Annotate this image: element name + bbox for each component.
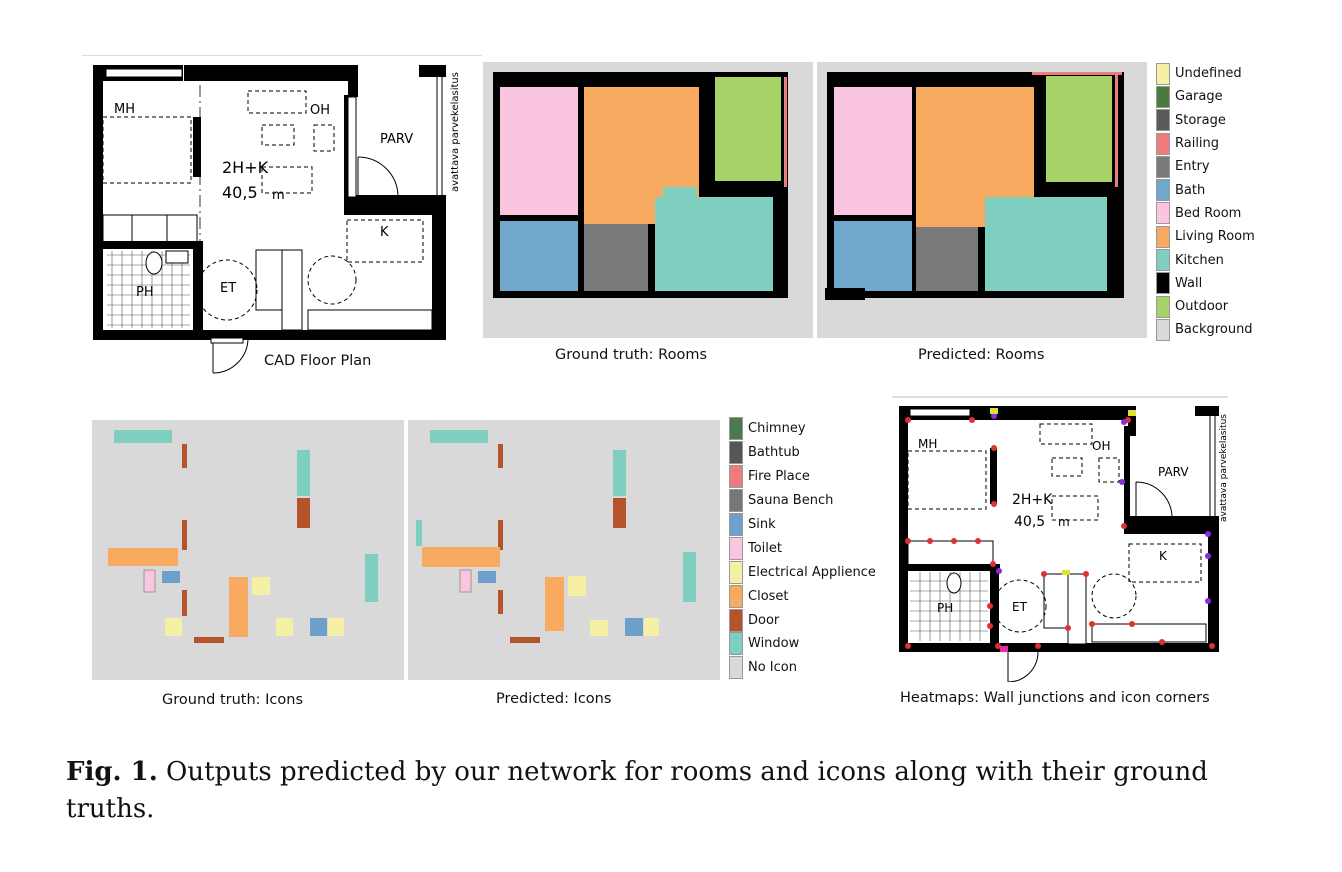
room-legend: Undefined Garage Storage Railing Entry B… bbox=[1156, 62, 1255, 342]
legend-swatch bbox=[1156, 225, 1170, 248]
room-label-mh: MH bbox=[114, 102, 135, 117]
legend-swatch bbox=[729, 656, 743, 680]
legend-swatch bbox=[1156, 295, 1170, 318]
room-legend-item: Garage bbox=[1156, 85, 1255, 108]
caption-cad-floor-plan: CAD Floor Plan bbox=[264, 353, 372, 369]
icon-legend-item: Door bbox=[729, 608, 876, 632]
icon-legend-item: No Icon bbox=[729, 656, 876, 680]
room-label-parv: PARV bbox=[1158, 465, 1189, 479]
room-label-ph: PH bbox=[937, 601, 953, 615]
icon-legend-item: Bathtub bbox=[729, 441, 876, 465]
heatmap-floor-plan: MH OH PARV 2H+K 40,5 m K PH ET avattava … bbox=[892, 396, 1229, 683]
room-label-oh: OH bbox=[310, 103, 330, 118]
legend-swatch bbox=[1156, 318, 1170, 341]
room-label-k: K bbox=[1159, 549, 1168, 563]
figure-caption: Fig. 1. Outputs predicted by our network… bbox=[66, 754, 1286, 828]
apartment-type-label: 2H+K bbox=[1012, 492, 1053, 508]
cad-floor-plan-drawing: MH OH PARV 2H+K 40,5 m K PH ET avattava … bbox=[82, 54, 482, 374]
ground-truth-icons-panel bbox=[92, 420, 404, 680]
caption-ground-truth-rooms: Ground truth: Rooms bbox=[555, 347, 707, 363]
area-unit-label: m bbox=[1058, 515, 1070, 529]
caption-heatmaps: Heatmaps: Wall junctions and icon corner… bbox=[900, 690, 1210, 706]
room-legend-item: Entry bbox=[1156, 155, 1255, 178]
apartment-type-label: 2H+K bbox=[222, 158, 269, 177]
legend-swatch bbox=[729, 536, 743, 560]
legend-swatch bbox=[1156, 132, 1170, 155]
junction-markers bbox=[905, 408, 1215, 652]
room-label-et: ET bbox=[1012, 600, 1028, 614]
legend-swatch bbox=[729, 632, 743, 656]
room-label-k: K bbox=[380, 225, 389, 240]
legend-swatch bbox=[1156, 202, 1170, 225]
room-legend-item: Wall bbox=[1156, 272, 1255, 295]
room-label-et: ET bbox=[220, 281, 236, 296]
room-label-mh: MH bbox=[918, 437, 937, 451]
ground-truth-rooms-panel bbox=[483, 62, 813, 338]
legend-swatch bbox=[1156, 155, 1170, 178]
room-legend-item: Background bbox=[1156, 318, 1255, 341]
room-legend-item: Living Room bbox=[1156, 225, 1255, 248]
legend-swatch bbox=[729, 441, 743, 465]
predicted-rooms-panel bbox=[817, 62, 1147, 338]
predicted-icons-panel bbox=[408, 420, 720, 680]
legend-swatch bbox=[729, 417, 743, 441]
area-unit-label: m bbox=[272, 188, 285, 203]
icon-legend-item: Closet bbox=[729, 584, 876, 608]
icon-legend-item: Sink bbox=[729, 513, 876, 537]
room-legend-item: Bath bbox=[1156, 178, 1255, 202]
room-label-oh: OH bbox=[1092, 439, 1110, 453]
balcony-label: avattava parvekelasitus bbox=[450, 72, 461, 192]
icon-legend-item: Sauna Bench bbox=[729, 489, 876, 513]
legend-swatch bbox=[729, 465, 743, 489]
figure-caption-text: Outputs predicted by our network for roo… bbox=[66, 757, 1208, 824]
legend-swatch bbox=[1156, 85, 1170, 108]
icon-legend-item: Toilet bbox=[729, 536, 876, 560]
room-legend-item: Railing bbox=[1156, 132, 1255, 155]
legend-swatch bbox=[729, 560, 743, 584]
apartment-area-label: 40,5 bbox=[1014, 514, 1045, 530]
room-label-ph: PH bbox=[136, 285, 154, 300]
legend-swatch bbox=[729, 608, 743, 632]
caption-ground-truth-icons: Ground truth: Icons bbox=[162, 692, 304, 708]
icon-legend-item: Chimney bbox=[729, 417, 876, 441]
legend-swatch bbox=[729, 489, 743, 513]
legend-swatch bbox=[1156, 272, 1170, 295]
room-label-parv: PARV bbox=[380, 132, 413, 147]
cad-floor-plan: MH OH PARV 2H+K 40,5 m K PH ET avattava … bbox=[82, 54, 484, 374]
balcony-label: avattava parvekelasitus bbox=[1219, 414, 1228, 522]
icon-legend-item: Window bbox=[729, 632, 876, 656]
room-legend-item: Bed Room bbox=[1156, 202, 1255, 225]
icon-legend-item: Fire Place bbox=[729, 465, 876, 489]
room-legend-item: Undefined bbox=[1156, 62, 1255, 85]
legend-swatch bbox=[729, 584, 743, 608]
apartment-area-label: 40,5 bbox=[222, 183, 258, 202]
heatmap-drawing: MH OH PARV 2H+K 40,5 m K PH ET avattava … bbox=[892, 396, 1229, 683]
legend-swatch bbox=[729, 513, 743, 536]
icon-legend-item: Electrical Applience bbox=[729, 560, 876, 584]
icon-legend: Chimney Bathtub Fire Place Sauna Bench S… bbox=[729, 417, 876, 680]
legend-swatch bbox=[1156, 62, 1170, 85]
caption-predicted-icons: Predicted: Icons bbox=[496, 691, 612, 707]
room-legend-item: Outdoor bbox=[1156, 295, 1255, 318]
figure-label: Fig. 1. bbox=[66, 757, 158, 787]
caption-predicted-rooms: Predicted: Rooms bbox=[918, 347, 1045, 363]
legend-swatch bbox=[1156, 109, 1170, 132]
room-legend-item: Kitchen bbox=[1156, 248, 1255, 272]
legend-swatch bbox=[1156, 249, 1170, 272]
legend-swatch bbox=[1156, 179, 1170, 202]
room-legend-item: Storage bbox=[1156, 109, 1255, 132]
